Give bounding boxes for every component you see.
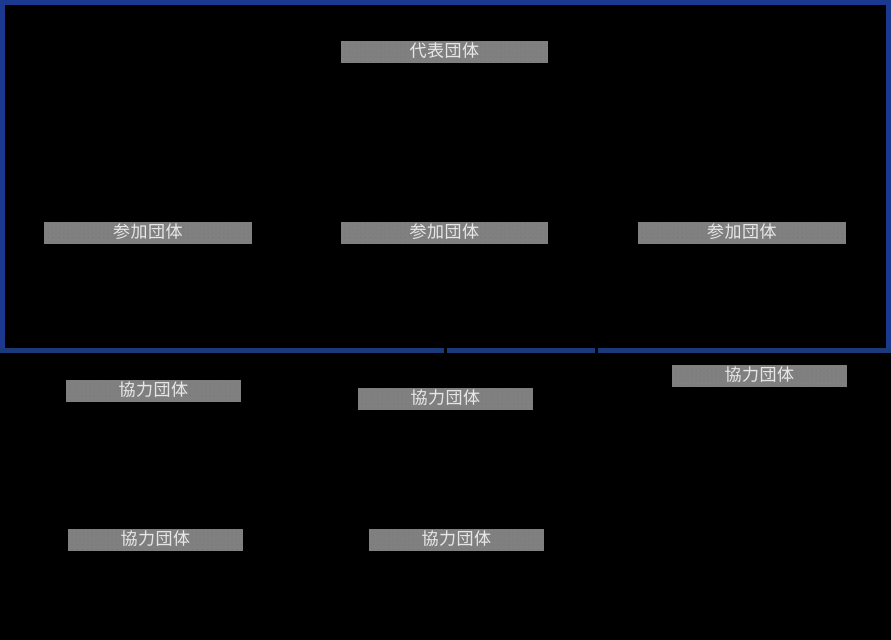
org-box-participant-1[interactable]: 参加団体 [44,222,252,244]
org-box-cooperator-2[interactable]: 協力団体 [358,388,533,410]
org-box-label: 協力団体 [118,380,189,400]
org-box-label: 参加団体 [409,222,480,242]
connector-frame-bottom-middle [447,348,595,353]
org-box-participant-2[interactable]: 参加団体 [341,222,548,244]
connector-frame-bottom-right [598,348,891,353]
org-box-cooperator-1[interactable]: 協力団体 [66,380,241,402]
org-box-participant-3[interactable]: 参加団体 [638,222,846,244]
organization-group-frame[interactable] [0,0,891,353]
org-box-cooperator-4[interactable]: 協力団体 [68,529,243,551]
org-box-label: 参加団体 [113,222,183,242]
org-box-label: 協力団体 [724,365,795,385]
org-box-representative-1[interactable]: 代表団体 [341,41,548,63]
org-box-cooperator-5[interactable]: 協力団体 [369,529,544,551]
org-box-cooperator-3[interactable]: 協力団体 [672,365,847,387]
org-box-label: 代表団体 [409,41,480,61]
org-box-label: 協力団体 [421,529,492,549]
org-box-label: 参加団体 [707,222,777,242]
org-box-label: 協力団体 [120,529,191,549]
connector-frame-bottom-left [0,348,444,353]
org-box-label: 協力団体 [410,388,481,408]
